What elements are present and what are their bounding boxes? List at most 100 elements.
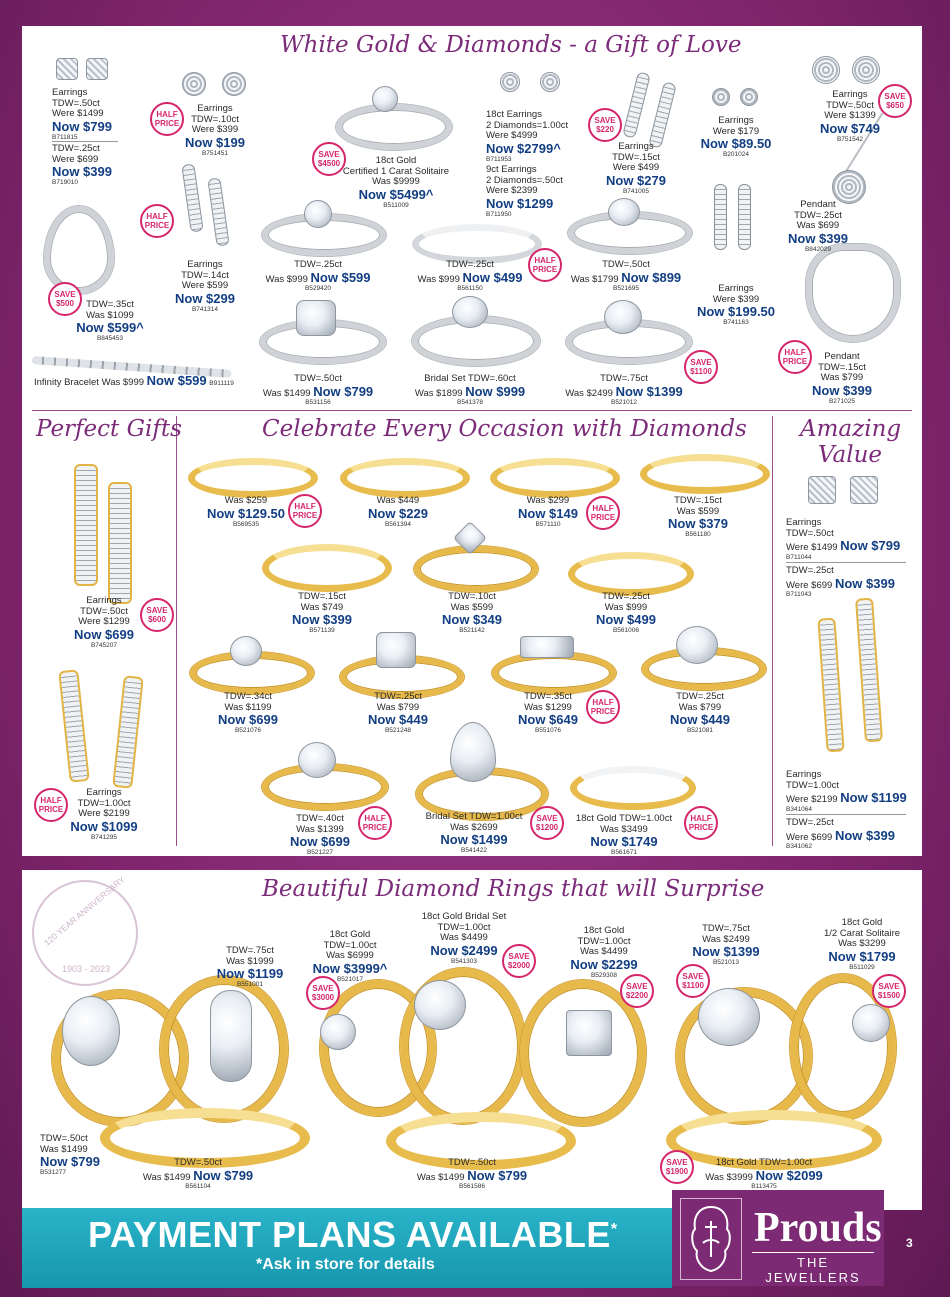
section-title-amazing: Amazing	[800, 416, 902, 442]
section-title-value: Value	[818, 442, 882, 468]
product-d2: TDW=.25ct Were $699 Now $399 B711043	[786, 565, 895, 598]
gold-ring-image	[520, 980, 646, 1126]
diamond-image	[452, 296, 488, 328]
gold-band-image	[568, 552, 694, 596]
product-a13: TDW=.50ct Was $1799 Now $899 B521695	[570, 259, 682, 292]
gold-band-image	[100, 1108, 310, 1168]
gold-ring-image	[414, 546, 538, 592]
product-a19: Bridal Set TDW=.60ct Was $1899 Now $999 …	[414, 373, 526, 406]
payment-plans-banner	[22, 1208, 672, 1288]
diamond-image	[414, 980, 466, 1030]
diamond-image	[698, 988, 760, 1046]
product-e10: 18ct Gold TDW=1.00ct Was $3999 Now $2099…	[705, 1157, 823, 1190]
column-divider	[176, 416, 177, 846]
save-badge: SAVE$1500	[872, 974, 906, 1008]
product-a11: TDW=.25ct Was $999 Now $599 B529420	[265, 259, 371, 292]
product-e8: TDW=.50ct Was $1499 Now $799 B561104	[142, 1157, 254, 1190]
product-a12: TDW=.25ct Was $999 Now $499 B561150	[417, 259, 523, 292]
diamond-image	[450, 722, 496, 782]
diamond-image	[608, 198, 640, 226]
earring-image	[808, 476, 836, 504]
gold-band-image	[386, 1112, 576, 1170]
gold-band-image	[262, 544, 392, 592]
diamond-image	[372, 86, 398, 112]
earring-image	[540, 72, 560, 92]
gold-band-image	[666, 1110, 882, 1170]
save-badge: SAVE$600	[140, 598, 174, 632]
diamond-image	[376, 632, 416, 668]
save-badge: SAVE$1100	[676, 964, 710, 998]
gold-band-image	[640, 454, 770, 494]
hoop-earring-image	[74, 464, 98, 586]
diamond-image	[320, 1014, 356, 1050]
save-badge: SAVE$1100	[684, 350, 718, 384]
earring-image	[56, 58, 78, 80]
brand-tagline: THE JEWELLERS	[752, 1252, 874, 1285]
divider	[52, 141, 118, 142]
page-number: 3	[906, 1236, 913, 1250]
section-title-perfect-gifts: Perfect Gifts	[36, 416, 182, 442]
save-badge: SAVE$4500	[312, 142, 346, 176]
hoop-earring-image	[108, 482, 132, 604]
diamond-image	[210, 990, 252, 1082]
diamond-image	[566, 1010, 612, 1056]
save-badge: SAVE$2200	[620, 974, 654, 1008]
pendant-image	[806, 244, 900, 342]
diamond-image	[230, 636, 262, 666]
save-badge: SAVE$650	[878, 84, 912, 118]
pendant-image	[832, 170, 866, 204]
band-image	[570, 766, 696, 810]
earring-image	[712, 88, 730, 106]
brand-name: Prouds	[754, 1205, 882, 1251]
gold-ring-image	[492, 652, 616, 694]
band-image	[412, 224, 542, 264]
earring-image	[740, 88, 758, 106]
divider	[786, 814, 906, 815]
earring-image	[500, 72, 520, 92]
payment-plans-subtext: *Ask in store for details	[256, 1256, 435, 1273]
diamond-image	[296, 300, 336, 336]
section-title-white-gold: White Gold & Diamonds - a Gift of Love	[280, 32, 742, 58]
earring-image	[714, 184, 727, 250]
gold-band-image	[340, 458, 470, 498]
diamond-image	[676, 626, 718, 664]
section-title-beautiful-rings: Beautiful Diamond Rings that will Surpri…	[262, 876, 765, 902]
save-badge: SAVE$1200	[530, 806, 564, 840]
diamond-image	[520, 636, 574, 658]
earring-image	[852, 56, 880, 84]
diamond-image	[852, 1004, 890, 1042]
